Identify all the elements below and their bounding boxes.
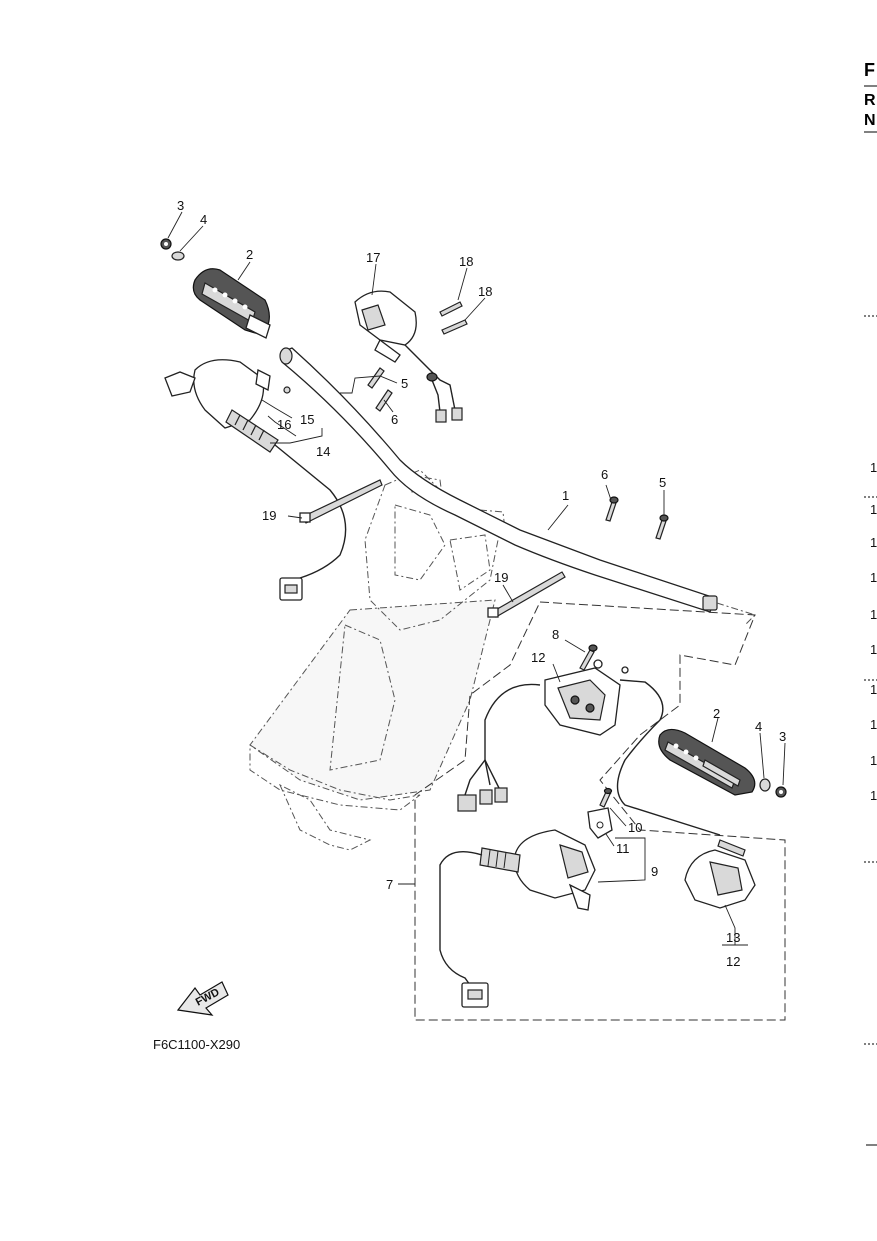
callout-16: 16 [277,417,291,432]
callout-12-bottom: 12 [726,954,740,969]
side-num-8: 1 [870,717,877,732]
callout-14: 14 [316,444,330,459]
lower-bolt-5 [655,514,669,540]
callout-18-b: 18 [478,284,492,299]
side-num-2: 1 [870,502,877,517]
callout-3-right: 3 [779,729,786,744]
side-num-7: 1 [870,682,877,697]
callout-6-upper: 6 [391,412,398,427]
side-num-4: 1 [870,570,877,585]
side-index-strip: F R N 1 1 1 1 1 1 1 1 1 1 [864,60,877,1146]
callout-8: 8 [552,627,559,642]
forward-direction-arrow: FWD [176,981,229,1016]
callout-18-a: 18 [459,254,473,269]
cable-tie-left [299,479,383,524]
callout-9: 9 [651,864,658,879]
left-grip [192,268,271,339]
callout-19-left: 19 [262,508,276,523]
side-letter-1: F [864,60,875,80]
callout-12-switch: 12 [531,650,545,665]
callout-2-right: 2 [713,706,720,721]
callout-4-left: 4 [200,212,207,227]
callout-10: 10 [628,820,642,835]
right-switch-assembly [457,659,721,836]
callout-19-right: 19 [494,570,508,585]
callout-5-lower: 5 [659,475,666,490]
callout-7: 7 [386,877,393,892]
upper-bolt-5 [367,367,385,389]
cable-tie-right [487,571,566,618]
side-num-10: 1 [870,788,877,803]
callout-2-left: 2 [246,247,253,262]
callout-4-right: 4 [755,719,762,734]
side-num-5: 1 [870,607,877,622]
callout-3-left: 3 [177,198,184,213]
callout-numbers: 3 4 2 17 18 18 5 6 15 16 14 1 6 5 19 19 … [177,198,786,969]
callout-17: 17 [366,250,380,265]
callout-6-lower: 6 [601,467,608,482]
right-grip [658,728,756,796]
leader-lines [167,211,786,946]
switch-screw-b [441,319,468,335]
callout-1: 1 [562,488,569,503]
clamp-bracket [587,807,613,839]
side-num-9: 1 [870,753,877,768]
side-letter-3: N [864,112,876,129]
side-num-3: 1 [870,535,877,550]
switch-cover [684,839,756,909]
side-num-1: 1 [870,460,877,475]
right-switch-housing [354,290,463,423]
switch-screw-8 [579,644,598,671]
left-end-bolt [160,238,172,250]
right-end-washer [759,778,771,792]
callout-13: 13 [726,930,740,945]
drawing-code: F6C1100-X290 [153,1037,240,1052]
assembly-7-group-box [414,601,786,1021]
callout-5-upper: 5 [401,376,408,391]
steering-column-outline [249,469,506,851]
right-end-bolt [775,786,787,798]
lower-bolt-6 [605,496,619,522]
switch-screw-a [439,301,463,317]
side-num-6: 1 [870,642,877,657]
callout-11: 11 [616,841,630,856]
left-end-washer [171,251,185,261]
lever-housing [439,829,596,1008]
callout-15: 15 [300,412,314,427]
left-throttle-assembly [164,359,347,601]
side-letter-2: R [864,92,876,109]
handlebar [279,347,756,626]
clamp-screw [599,787,613,808]
